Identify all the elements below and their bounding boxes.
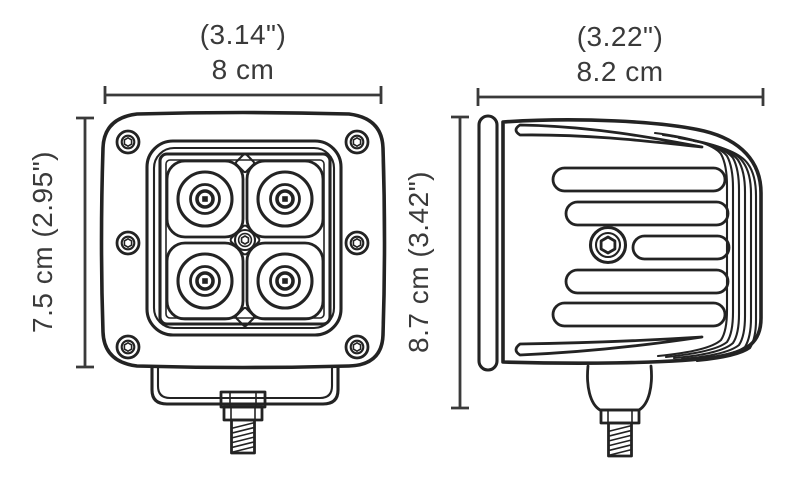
side-height-dimension: 8.7 cm (3.42") xyxy=(403,115,469,410)
side-height-label: 8.7 cm (3.42") xyxy=(403,171,434,353)
front-height-dimension: 7.5 cm (2.95") xyxy=(27,116,94,369)
front-width-inches-label: (3.14") xyxy=(200,19,287,50)
side-taper-fins xyxy=(514,123,704,357)
side-mounting-stud xyxy=(599,408,641,458)
front-housing xyxy=(99,110,387,370)
cooling-fin-stack xyxy=(653,131,758,363)
side-width-dimension: (3.22") 8.2 cm xyxy=(476,21,765,106)
front-mounting-bracket xyxy=(150,364,340,455)
front-height-label: 7.5 cm (2.95") xyxy=(27,151,58,333)
led-array xyxy=(165,152,325,328)
top-diamond xyxy=(234,152,256,174)
front-width-metric-label: 8 cm xyxy=(212,54,275,85)
side-view xyxy=(477,114,763,458)
side-width-inches-label: (3.22") xyxy=(577,21,664,52)
side-width-metric-label: 8.2 cm xyxy=(576,56,663,87)
side-mounting-bracket xyxy=(586,364,653,458)
side-hex-bolt-icon xyxy=(588,225,628,265)
bottom-diamond xyxy=(234,306,256,328)
side-lens xyxy=(477,114,499,372)
front-width-dimension: (3.14") 8 cm xyxy=(103,19,383,104)
front-view xyxy=(99,110,387,455)
front-mounting-stud xyxy=(222,405,264,455)
